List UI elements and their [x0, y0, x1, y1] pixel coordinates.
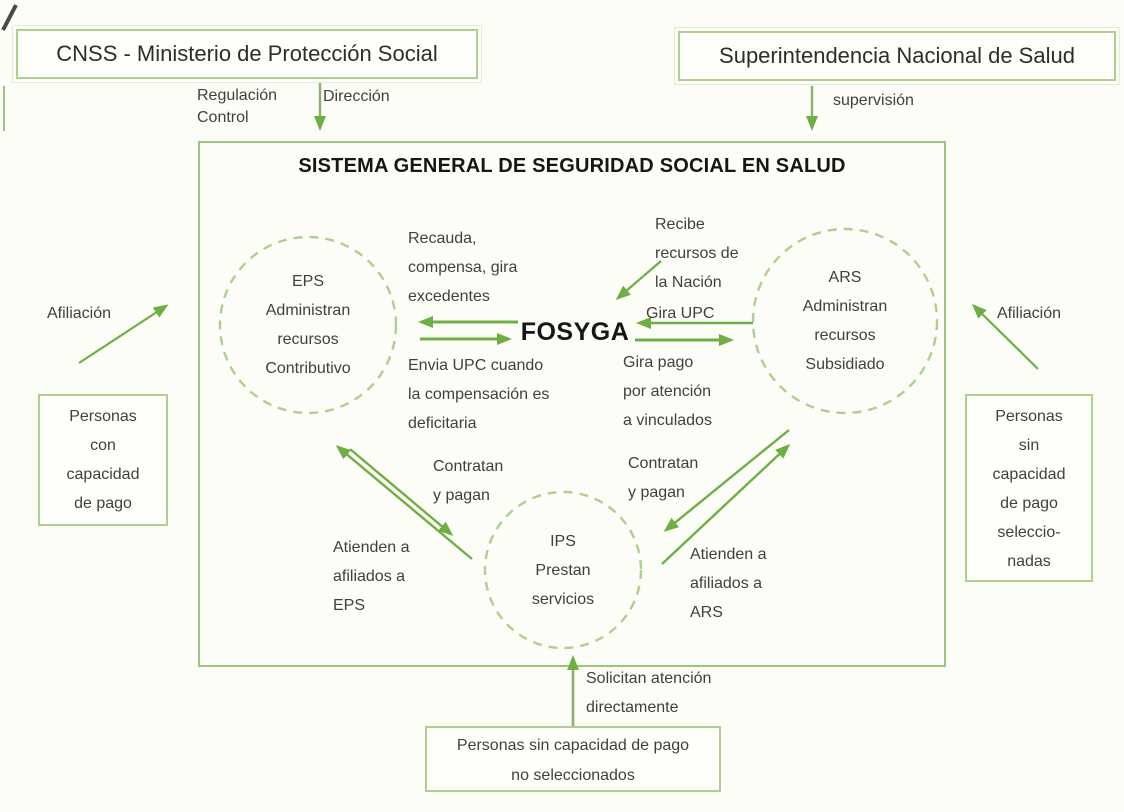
- recibe-recursos-label: Recibe recursos de la Nación: [655, 216, 739, 291]
- gira-upc-label: Gira UPC: [646, 305, 715, 322]
- personas-sin-capacidad-seleccionadas-box: Personas sin capacidad de pago seleccio-…: [965, 394, 1093, 582]
- personas-con-capacidad-box: Personas con capacidad de pago: [38, 394, 168, 526]
- cnss-ministerio-label: CNSS - Ministerio de Protección Social: [56, 41, 438, 66]
- regulacion-control-label: Regulación Control: [197, 87, 278, 126]
- superintendencia-label: Superintendencia Nacional de Salud: [719, 43, 1075, 68]
- personas-sin-capacidad-no-seleccionados-box: Personas sin capacidad de pago no selecc…: [425, 726, 721, 792]
- gira-pago-label: Gira pago por atención a vinculados: [623, 354, 712, 429]
- afiliacion-izq-label: Afiliación: [47, 305, 112, 322]
- contratan-pagan-izq-label: Contratan y pagan: [433, 458, 504, 504]
- atienden-eps-label: Atienden a afiliados a EPS: [333, 539, 410, 614]
- eps-circle-label: EPS Administran recursos Contributivo: [265, 273, 351, 377]
- corner-mark-artifact: [1, 4, 18, 31]
- contratan-pagan-der-label: Contratan y pagan: [628, 455, 699, 501]
- atienden-ars-label: Atienden a afiliados a ARS: [690, 546, 767, 621]
- solicitan-label: Solicitan atención directamente: [586, 670, 712, 716]
- supervision-label: supervisión: [833, 92, 914, 109]
- sistema-general-title: SISTEMA GENERAL DE SEGURIDAD SOCIAL EN S…: [298, 155, 846, 177]
- direccion-label: Dirección: [323, 88, 390, 105]
- recauda-label: Recauda, compensa, gira excedentes: [408, 230, 518, 305]
- superintendencia-box: Superintendencia Nacional de Salud: [674, 27, 1120, 85]
- cnss-ministerio-box: CNSS - Ministerio de Protección Social: [12, 25, 482, 83]
- fosyga-label: FOSYGA: [520, 318, 630, 346]
- afiliacion-der-label: Afiliación: [997, 305, 1062, 322]
- ars-circle-label: ARS Administran recursos Subsidiado: [802, 269, 888, 373]
- envia-upc-label: Envia UPC cuando la compensación es defi…: [408, 357, 550, 432]
- ips-circle-label: IPS Prestan servicios: [531, 533, 595, 608]
